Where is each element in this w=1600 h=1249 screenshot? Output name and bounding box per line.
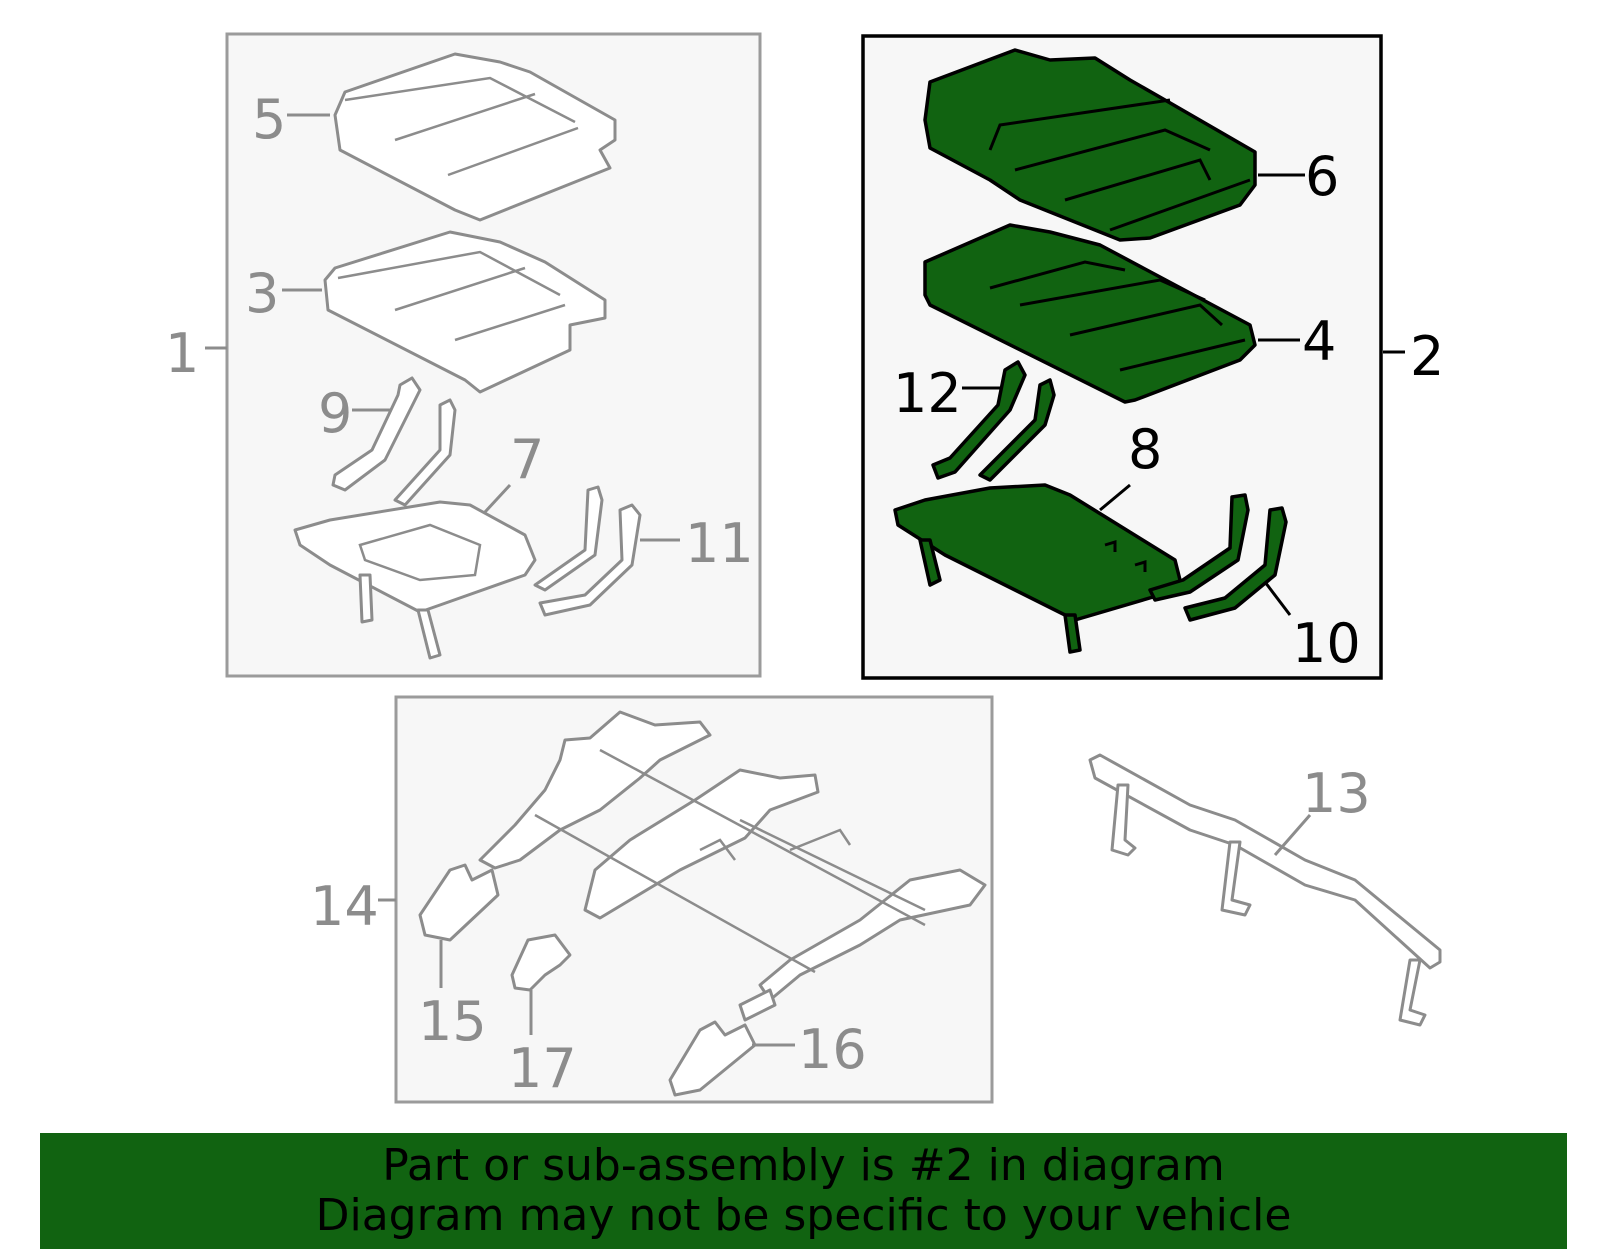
part-12-bracket bbox=[931, 360, 1056, 482]
callout-6: 6 bbox=[1305, 145, 1339, 208]
part-11-bracket bbox=[533, 485, 642, 617]
panel-assembly-2: 2 6 4 12 8 10 bbox=[861, 34, 1444, 680]
callout-13: 13 bbox=[1302, 762, 1371, 825]
callout-15: 15 bbox=[418, 990, 487, 1053]
panel-assembly-1: 1 5 3 9 7 11 bbox=[165, 32, 762, 678]
part-support-bracket-rear bbox=[393, 398, 457, 507]
part-10-bracket bbox=[1148, 493, 1288, 622]
callout-3: 3 bbox=[245, 262, 279, 325]
leader-8 bbox=[1099, 483, 1131, 512]
panel-assembly-14: 14 15 17 16 bbox=[310, 695, 994, 1104]
callout-2: 2 bbox=[1410, 325, 1444, 388]
callout-17: 17 bbox=[508, 1037, 577, 1100]
notice-banner: Part or sub-assembly is #2 in diagram Di… bbox=[40, 1133, 1567, 1249]
part-15-bracket bbox=[418, 863, 500, 942]
part-13-rail: 13 bbox=[1088, 753, 1442, 1027]
banner-line-1: Part or sub-assembly is #2 in diagram bbox=[382, 1140, 1225, 1191]
callout-4: 4 bbox=[1302, 310, 1336, 373]
banner-line-2: Diagram may not be specific to your vehi… bbox=[315, 1190, 1292, 1241]
part-14-frame-structure bbox=[478, 710, 987, 1022]
callout-9: 9 bbox=[318, 382, 352, 445]
part-4-cushion-pad bbox=[923, 223, 1257, 404]
leader-10 bbox=[1263, 581, 1292, 616]
callout-16: 16 bbox=[798, 1018, 867, 1081]
callout-10: 10 bbox=[1292, 612, 1361, 675]
part-17-bracket bbox=[510, 933, 572, 992]
part-7-seat-frame bbox=[293, 500, 537, 660]
part-5-cushion-cover bbox=[333, 52, 617, 222]
part-9-bracket bbox=[331, 376, 422, 492]
part-6-cushion-cover bbox=[923, 48, 1257, 242]
part-3-cushion-pad bbox=[323, 230, 607, 394]
callout-1: 1 bbox=[165, 322, 199, 385]
callout-5: 5 bbox=[252, 88, 286, 151]
part-16-bracket bbox=[668, 1020, 757, 1097]
callout-7: 7 bbox=[510, 428, 544, 491]
callout-8: 8 bbox=[1128, 418, 1162, 481]
callout-14: 14 bbox=[310, 875, 379, 938]
leader-7 bbox=[483, 483, 512, 514]
callout-11: 11 bbox=[685, 512, 754, 575]
part-8-seat-frame bbox=[893, 483, 1182, 654]
callout-12: 12 bbox=[893, 362, 962, 425]
leader-13 bbox=[1273, 814, 1312, 856]
